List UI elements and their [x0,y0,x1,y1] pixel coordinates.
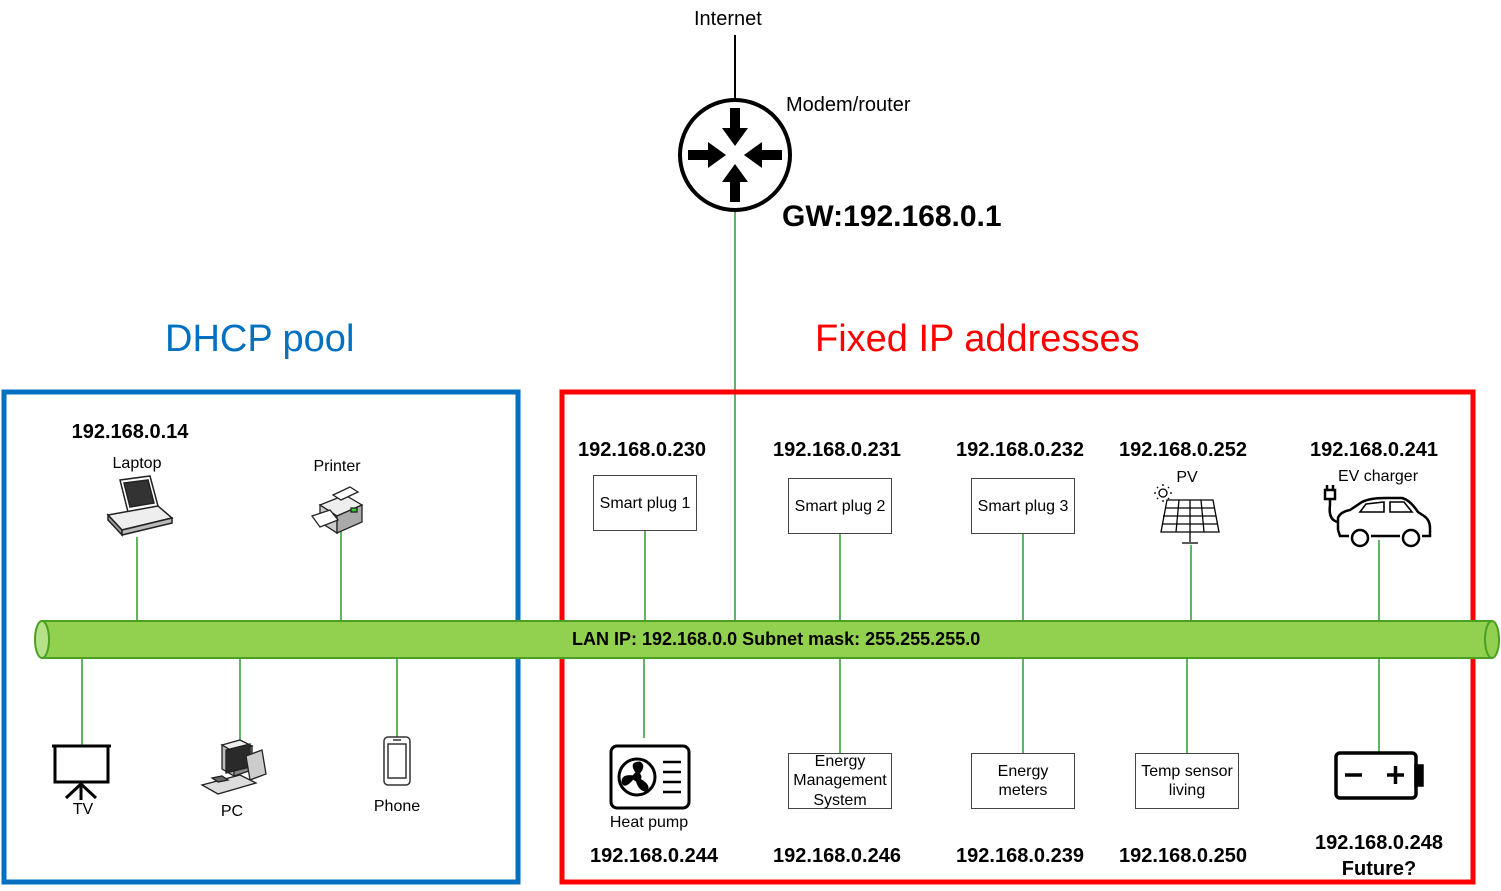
laptop-ip: 192.168.0.14 [71,421,189,443]
battery-future-note: Future? [1341,858,1417,880]
router-label: Modem/router [786,94,911,116]
heat-pump-icon [609,744,691,810]
laptop-label: Laptop [112,455,162,472]
pc-label: PC [220,803,244,820]
lan-bus-label: LAN IP: 192.168.0.0 Subnet mask: 255.255… [572,629,981,649]
ev-car-icon [1323,485,1432,548]
smart-plug-2-ip: 192.168.0.231 [773,439,901,461]
device-links-top [136,528,1380,622]
energy-management-system-ip: 192.168.0.246 [773,845,901,867]
heat-pump-ip: 192.168.0.244 [590,845,718,867]
laptop-icon [106,475,174,537]
internet-label: Internet [694,8,762,30]
smart-plug-1-ip: 192.168.0.230 [578,439,706,461]
energy-meters-box: Energy meters [971,753,1075,809]
printer-label: Printer [313,458,361,475]
lan-bus [34,620,1500,659]
pv-label: PV [1176,469,1198,486]
temp-sensor-box: Temp sensor living [1135,753,1239,809]
pv-ip: 192.168.0.252 [1119,439,1247,461]
solar-panel-icon [1154,484,1220,544]
battery-icon [1334,751,1424,800]
phone-icon [383,736,411,786]
ev-charger-label: EV charger [1337,468,1419,485]
fixed-ip-title: Fixed IP addresses [815,318,1140,360]
energy-management-system-box: Energy Management System [788,753,892,809]
dhcp-pool-title: DHCP pool [165,318,355,360]
tv-label: TV [72,801,94,818]
tv-icon [52,744,111,800]
energy-meters-ip: 192.168.0.239 [956,845,1084,867]
heat-pump-label: Heat pump [609,814,689,831]
smart-plug-3-box: Smart plug 3 [971,478,1075,534]
router-icon [678,98,792,212]
pc-icon [200,739,267,795]
battery-ip: 192.168.0.248 [1315,832,1443,854]
smart-plug-3-ip: 192.168.0.232 [956,439,1084,461]
ev-charger-ip: 192.168.0.241 [1310,439,1438,461]
gateway-label: GW:192.168.0.1 [782,200,1002,233]
device-links-bottom [81,656,1380,753]
temp-sensor-ip: 192.168.0.250 [1119,845,1247,867]
phone-label: Phone [373,798,421,815]
smart-plug-1-box: Smart plug 1 [593,475,697,531]
smart-plug-2-box: Smart plug 2 [788,478,892,534]
printer-icon [310,486,364,535]
